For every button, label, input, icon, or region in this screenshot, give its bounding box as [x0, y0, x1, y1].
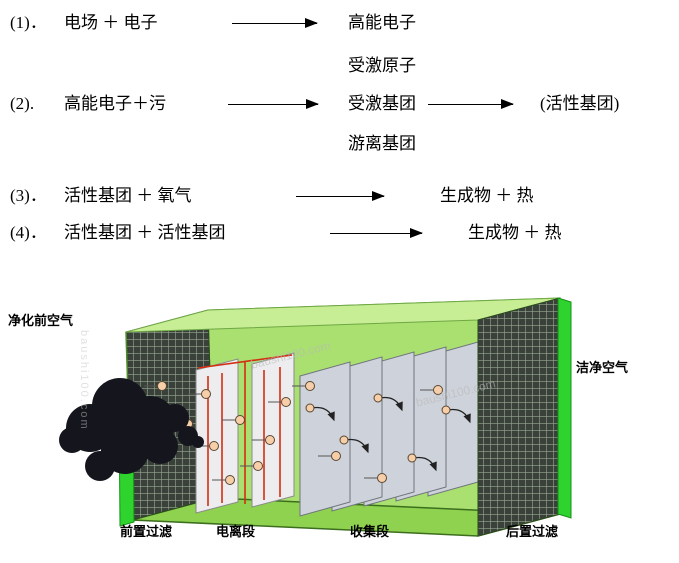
- eq1-arrow-icon: [232, 18, 318, 28]
- particle: [201, 389, 211, 399]
- trajectory-arrow: [379, 396, 403, 412]
- eq4-lhs: 活性基团 ＋ 活性基团: [64, 223, 226, 242]
- inlet-air-label: 净化前空气: [8, 313, 74, 328]
- ionization-plate: [195, 358, 239, 514]
- particle: [433, 385, 443, 395]
- particle: [407, 453, 417, 463]
- particle: [225, 475, 235, 485]
- particle-trajectories: [311, 396, 471, 472]
- eq2-product-top: 受激原子: [348, 56, 416, 75]
- collection-plates: [299, 341, 479, 517]
- eq2-lhs: 高能电子＋污: [64, 94, 166, 113]
- ionization-label: 电离段: [216, 524, 256, 539]
- clean-air-label: 洁净空气: [576, 360, 629, 375]
- eq4-arrow-icon: [330, 228, 423, 238]
- trajectory-arrow: [311, 406, 335, 422]
- particle: [281, 397, 291, 407]
- particle: [305, 381, 315, 391]
- post-filter-mesh: [477, 297, 561, 537]
- particle: [377, 473, 387, 483]
- eq2-number: (2).: [10, 94, 35, 113]
- eq2-product-bottom: 游离基团: [348, 134, 416, 153]
- particle: [373, 393, 383, 403]
- post-filter-label: 后置过滤: [506, 524, 559, 539]
- eq4-number: (4)．: [10, 223, 47, 242]
- collection-label: 收集段: [350, 524, 390, 539]
- particle: [441, 405, 451, 415]
- particle: [253, 461, 263, 471]
- eq2-arrow2-icon: [428, 99, 514, 109]
- particle: [209, 441, 219, 451]
- particle: [265, 435, 275, 445]
- eq2-product-middle: 受激基团: [348, 94, 416, 113]
- eq3-arrow-icon: [296, 191, 385, 201]
- trajectory-arrow: [413, 456, 437, 472]
- eq2-rhs: (活性基团): [540, 94, 620, 113]
- eq2-arrow-icon: [228, 99, 319, 109]
- particle: [339, 435, 349, 445]
- wire-bus: [197, 354, 293, 369]
- collection-plate: [299, 361, 351, 517]
- eq3-lhs: 活性基团 ＋ 氧气: [64, 186, 192, 205]
- particle: [331, 451, 341, 461]
- trajectory-arrow: [345, 438, 369, 454]
- ionization-plates: [195, 352, 295, 514]
- eq1-number: (1)．: [10, 13, 47, 32]
- eq3-number: (3)．: [10, 186, 47, 205]
- particle: [235, 415, 245, 425]
- eq3-rhs: 生成物 ＋ 热: [440, 186, 534, 205]
- smoke-cloud-icon: [59, 378, 204, 481]
- purifier-schematic: [59, 297, 572, 537]
- pre-filter-label: 前置过滤: [120, 524, 173, 539]
- particle: [157, 381, 167, 391]
- eq4-rhs: 生成物 ＋ 热: [468, 223, 562, 242]
- watermark: baushi100.com: [78, 330, 90, 431]
- eq1-rhs: 高能电子: [348, 13, 416, 32]
- post-filter-frame: [557, 297, 572, 519]
- ionization-plate: [251, 352, 295, 508]
- eq1-lhs: 电场 ＋ 电子: [64, 13, 158, 32]
- particle: [305, 403, 315, 413]
- trajectory-arrow: [447, 408, 471, 424]
